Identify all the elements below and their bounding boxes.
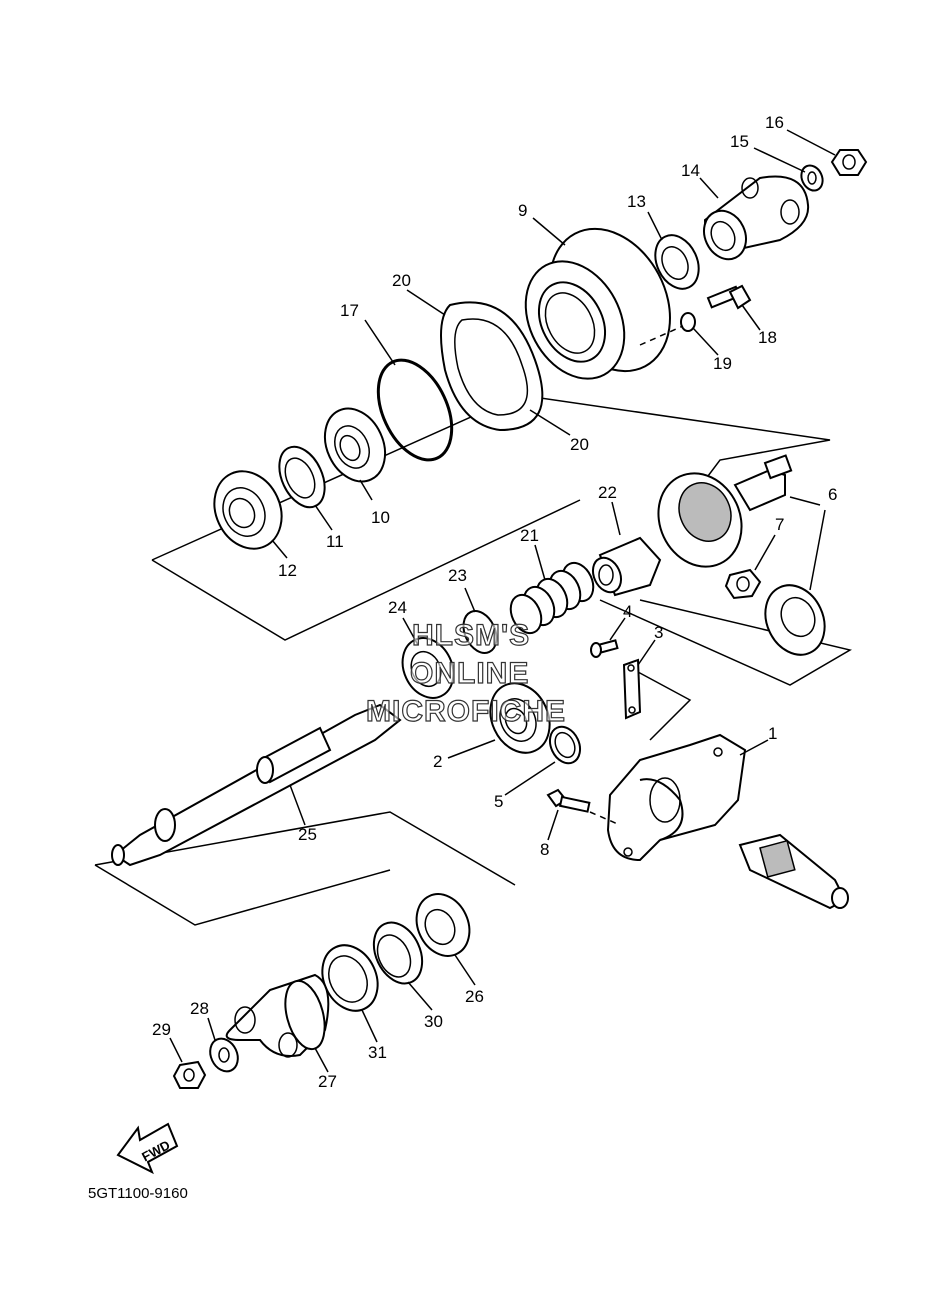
plate-part-3 [622, 658, 642, 720]
callout-13: 13 [627, 192, 646, 211]
callout-5: 5 [494, 792, 503, 811]
watermark-line-3: MICROFICHE [366, 695, 566, 728]
ring-nut-part-30 [372, 921, 424, 985]
callout-12: 12 [278, 561, 297, 580]
callout-19: 19 [713, 354, 732, 373]
nut-part-7 [724, 568, 762, 600]
callout-3: 3 [654, 623, 663, 642]
group-outline-bracket [637, 671, 692, 741]
washer-part-15 [800, 164, 824, 192]
callout-6: 6 [828, 485, 837, 504]
shim-part-5 [548, 725, 582, 765]
callout-4: 4 [623, 602, 632, 621]
bolt-part-18 [706, 284, 752, 310]
screw-part-4 [590, 639, 619, 658]
callout-8: 8 [540, 840, 549, 859]
callout-7: 7 [775, 515, 784, 534]
callout-23: 23 [448, 566, 467, 585]
housing-part-1 [606, 733, 747, 862]
nut-part-29 [172, 1060, 207, 1089]
watermark-line-1: HLSM'S [412, 619, 530, 652]
callout-27: 27 [318, 1072, 337, 1091]
callout-20-upper: 20 [392, 271, 411, 290]
callout-9: 9 [518, 201, 527, 220]
forward-direction-arrow: FWD [116, 1122, 179, 1175]
group-outline-middle [599, 599, 852, 686]
callout-1: 1 [768, 724, 777, 743]
callout-11: 11 [326, 532, 344, 551]
group-outline-upper-left [151, 499, 581, 641]
callout-25: 25 [298, 825, 317, 844]
drawing-code: 5GT1100-9160 [88, 1185, 188, 1202]
seal-part-13 [654, 234, 700, 290]
sleeve-part-22 [591, 536, 662, 597]
callout-22: 22 [598, 483, 617, 502]
bearing-part-10 [323, 407, 387, 483]
nut-part-16 [830, 149, 868, 176]
yoke-part-27 [225, 973, 330, 1058]
callout-26: 26 [465, 987, 484, 1006]
callout-31: 31 [368, 1043, 387, 1062]
callout-labels: 1 2 3 4 5 6 7 8 9 10 11 12 13 14 15 16 1… [152, 113, 837, 1091]
washer-part-19 [680, 312, 696, 332]
watermark-line-2: ONLINE [410, 657, 529, 690]
bolt-part-8 [546, 788, 591, 813]
callout-29: 29 [152, 1020, 171, 1039]
gasket-part-20 [440, 301, 544, 432]
gear-set-part-6 [657, 454, 826, 656]
callout-2: 2 [433, 752, 442, 771]
bearing-part-26 [415, 893, 471, 957]
spring-part-21 [509, 561, 595, 635]
callout-17: 17 [340, 301, 359, 320]
callout-20-lower: 20 [570, 435, 589, 454]
bearing-part-2 [489, 682, 551, 754]
group-outline-lower-left [94, 864, 391, 926]
needle-bearing-part-11 [278, 445, 326, 509]
callout-18: 18 [758, 328, 777, 347]
bearing-part-12 [213, 470, 283, 550]
group-outline-lower [94, 811, 516, 886]
leader-lines [169, 129, 836, 1073]
callout-15: 15 [730, 132, 749, 151]
washer-part-28 [209, 1037, 239, 1073]
callout-24: 24 [388, 598, 407, 617]
callout-14: 14 [681, 161, 700, 180]
callout-16: 16 [765, 113, 784, 132]
yoke-part-14 [703, 175, 810, 261]
callout-10: 10 [371, 508, 390, 527]
callout-21: 21 [520, 526, 539, 545]
group-outline-upper [151, 394, 831, 561]
housing-part-9 [524, 227, 671, 380]
callout-28: 28 [190, 999, 209, 1018]
watermark: HLSM'S ONLINE MICROFICHE [365, 618, 566, 728]
drive-shaft-part-25 [111, 703, 402, 867]
callout-30: 30 [424, 1012, 443, 1031]
pinion-shaft [738, 833, 849, 910]
collar-part-23 [462, 610, 498, 654]
